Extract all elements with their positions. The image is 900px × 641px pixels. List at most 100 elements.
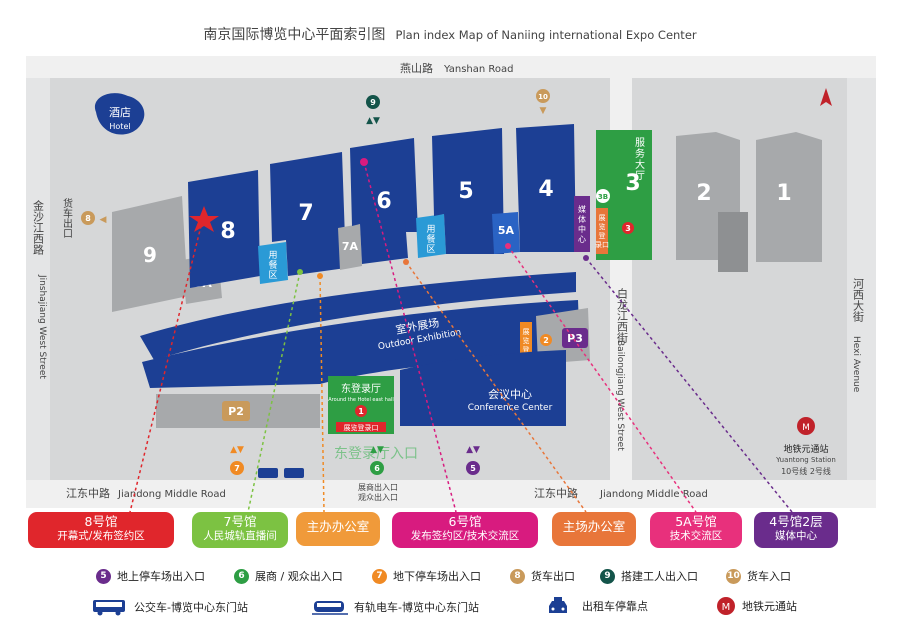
tram-icon: [312, 601, 348, 615]
callout-organizer-office: 主办办公室: [296, 512, 380, 546]
callout-hall-6: 6号馆 发布签约区/技术交流区: [392, 512, 538, 548]
star-icon: [189, 206, 219, 232]
gate-6-label-b: 观众出入口: [358, 492, 398, 502]
legend-tram: 有轨电车-博览中心东门站: [312, 598, 479, 616]
p3-badge: [562, 328, 588, 348]
hall-9: [112, 196, 188, 312]
hall-1-label: 1: [776, 181, 791, 206]
svg-text:区: 区: [426, 244, 435, 255]
tram-icon-map: [258, 468, 278, 478]
cargo-exit-label: 货车出口: [61, 197, 73, 238]
legend-item-5: 5 地上停车场出入口: [96, 568, 205, 584]
hall-4: [516, 124, 576, 252]
gate-10-arrow: ▼: [540, 106, 547, 116]
svg-text:录口: 录口: [595, 241, 609, 249]
road-left-en: Jinshajiang West Street: [37, 274, 47, 379]
page-title: 南京国际博览中心平面索引图 Plan index Map of Naniing …: [0, 24, 900, 44]
svg-text:6: 6: [374, 464, 380, 473]
hall-5: [432, 128, 504, 254]
exhibitor-entry-label: 展览登录口: [344, 423, 379, 432]
legend-taxi: 出租车停靠点: [546, 596, 648, 616]
hall-7a-label: 7A: [342, 240, 359, 253]
outdoor-strip: [140, 272, 576, 360]
svg-text:务: 务: [635, 147, 645, 160]
callout-host-office: 主场办公室: [552, 512, 636, 546]
svg-text:2: 2: [543, 336, 549, 345]
svg-text:5: 5: [470, 464, 476, 473]
conference-label-cn: 会议中心: [488, 388, 532, 401]
hotel-building: [94, 93, 145, 135]
gate-9-arrows: ▲▼: [366, 116, 380, 126]
metro-lines: 10号线 2号线: [781, 466, 831, 476]
road-bottom-left-cn: 江东中路: [66, 487, 110, 500]
svg-text:餐: 餐: [268, 259, 277, 271]
svg-text:览: 览: [599, 222, 606, 231]
hall-link: [718, 212, 748, 272]
svg-text:登: 登: [599, 231, 606, 240]
svg-text:区: 区: [268, 270, 277, 281]
gate-1-badge: [355, 405, 367, 417]
road-top-cn: 燕山路: [400, 62, 433, 75]
east-reg-label-cn: 东登录厅: [341, 382, 381, 395]
hall-5a-label: 5A: [498, 224, 515, 237]
metro-label-cn: 地铁元通站: [783, 443, 828, 455]
badge-5-icon: 5: [96, 568, 111, 584]
road-top-en: Yanshan Road: [443, 64, 513, 75]
road-bottom-right-en: Jiandong Middle Road: [599, 489, 708, 500]
gate-6-label-a: 展商出入口: [358, 482, 398, 492]
svg-text:展: 展: [599, 214, 606, 222]
road-middle-en: Bailongjiang West Street: [615, 340, 625, 451]
svg-text:体: 体: [578, 214, 586, 224]
media-center: [574, 196, 590, 252]
hotel-label-en: Hotel: [109, 122, 130, 131]
gate-5-badge: [466, 461, 480, 475]
svg-text:中: 中: [578, 224, 586, 234]
service-hall-label: 服: [635, 137, 645, 149]
exhibitor-entry-east: [336, 422, 386, 432]
svg-text:9: 9: [370, 98, 376, 107]
leader-hall-7: [247, 271, 301, 513]
metro-icon: M: [717, 597, 735, 615]
gate-7-arrows: ▲▼: [230, 445, 244, 455]
taxi-icon: [549, 597, 567, 613]
east-reg-label-en: Around the Hotel east hall: [328, 397, 393, 403]
gate-8-arrow: ◀: [100, 215, 107, 225]
leader-hall-6: [363, 161, 457, 513]
p2-badge: [222, 401, 250, 421]
legend-item-6: 6 展商 / 观众出入口: [234, 568, 343, 584]
legend-item-10: 10 货车入口: [726, 568, 791, 584]
outdoor-exhibition: [142, 300, 580, 388]
hall-7a: [338, 224, 362, 270]
hall-8: [188, 170, 260, 288]
gate-3-badge: [622, 222, 634, 234]
badge-7-icon: 7: [372, 568, 387, 584]
svg-text:心: 心: [578, 235, 586, 244]
callout-hall-5a: 5A号馆 技术交流区: [650, 512, 742, 548]
road-right-cn: 河西大街: [852, 278, 865, 323]
hall-4-label: 4: [538, 177, 553, 202]
hall-5-label: 5: [458, 179, 473, 204]
metro-icon-map: [797, 417, 815, 435]
gate-10-badge: [536, 89, 550, 103]
hall-6: [350, 138, 418, 264]
hall-2-label: 2: [696, 181, 711, 206]
svg-text:M: M: [722, 602, 731, 613]
hall-3-label: 3: [625, 171, 640, 196]
hall-3b-label: 3B: [598, 193, 608, 201]
hall-5a: [492, 212, 520, 254]
dining-area-1: [258, 242, 288, 284]
hall-7: [270, 152, 346, 276]
hall-7-label: 7: [298, 201, 313, 226]
title-cn: 南京国际博览中心平面索引图: [203, 27, 386, 43]
hall-3b-badge: [596, 189, 610, 203]
svg-text:8: 8: [85, 214, 91, 223]
legend-item-8: 8 货车出口: [510, 568, 575, 584]
p2-label: P2: [228, 405, 244, 418]
gate-6-badge: [370, 461, 384, 475]
gate-9-badge: [366, 95, 380, 109]
svg-text:1: 1: [358, 407, 364, 416]
callout-hall-8: 8号馆 开幕式/发布签约区: [28, 512, 174, 548]
title-en: Plan index Map of Naniing international …: [395, 28, 697, 42]
road-bottom-left-en: Jiandong Middle Road: [117, 489, 226, 500]
gate-6-arrows: ▲▼: [370, 445, 384, 455]
